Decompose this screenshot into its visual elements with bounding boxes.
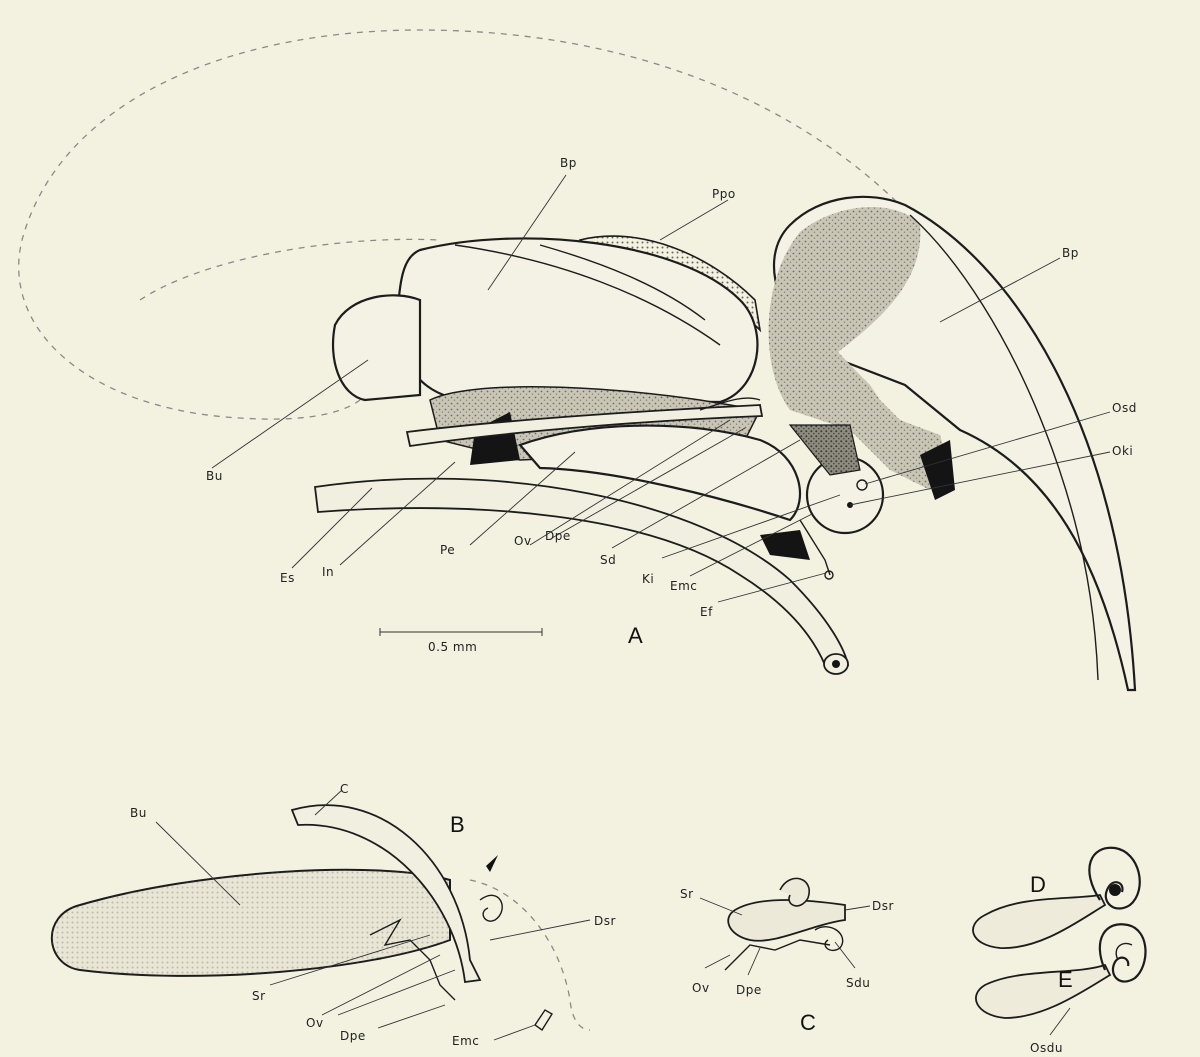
label-b-emc: Emc [452, 1034, 479, 1048]
panel-label-d: D [1030, 872, 1046, 897]
label-e-osdu: Osdu [1030, 1041, 1063, 1055]
panel-label-e: E [1058, 967, 1073, 992]
scale-bar: 0.5 mm [380, 628, 542, 654]
label-a-ki: Ki [642, 572, 654, 586]
label-b-c: C [340, 782, 349, 796]
panel-a-drawing [19, 30, 1135, 690]
es-tube-lumen [832, 660, 840, 668]
label-a-emc: Emc [670, 579, 697, 593]
label-c-sr: Sr [680, 887, 694, 901]
label-b-ov: Ov [306, 1016, 324, 1030]
label-a-ef: Ef [700, 605, 713, 619]
panel-label-b: B [450, 812, 465, 837]
scale-bar-label: 0.5 mm [428, 640, 477, 654]
label-a-dpe: Dpe [545, 529, 571, 543]
bu-lobe [333, 295, 420, 400]
panel-c-drawing [725, 878, 845, 970]
label-a-sd: Sd [600, 553, 616, 567]
d-spiral-core [1109, 884, 1121, 896]
label-a-es: Es [280, 571, 295, 585]
label-a-in: In [322, 565, 334, 579]
c-sac [728, 900, 845, 941]
inner-outline-dashed [140, 239, 440, 300]
panel-d-drawing [973, 848, 1140, 948]
label-b-dsr: Dsr [594, 914, 616, 928]
label-c-ov: Ov [692, 981, 710, 995]
label-c-dsr: Dsr [872, 899, 894, 913]
label-a-bu: Bu [206, 469, 223, 483]
d-sac [973, 895, 1105, 948]
b-arrow [486, 855, 498, 872]
label-a-oki: Oki [1112, 444, 1133, 458]
panel-label-a: A [628, 623, 643, 648]
label-a-osd: Osd [1112, 401, 1137, 415]
leader-e-osdu [1050, 1008, 1070, 1035]
label-a-pe: Pe [440, 543, 455, 557]
label-b-dpe: Dpe [340, 1029, 366, 1043]
dark-patch-2 [760, 530, 810, 560]
kidney-flap [790, 425, 860, 475]
label-a-bp-right: Bp [1062, 246, 1079, 260]
label-c-dpe: Dpe [736, 983, 762, 997]
panel-b-drawing [52, 805, 590, 1030]
b-dashed-outline [470, 880, 590, 1030]
e-sac [976, 965, 1110, 1018]
label-b-bu: Bu [130, 806, 147, 820]
panel-label-c: C [800, 1010, 816, 1035]
b-emc-tube [535, 1010, 552, 1030]
label-b-sr: Sr [252, 989, 266, 1003]
label-a-ov: Ov [514, 534, 532, 548]
b-coil [480, 895, 502, 921]
label-a-bp-top: Bp [560, 156, 577, 170]
b-bursa-stipple [52, 870, 450, 976]
c-ducts [725, 940, 830, 970]
label-a-ppo: Ppo [712, 187, 736, 201]
label-c-sdu: Sdu [846, 976, 870, 990]
